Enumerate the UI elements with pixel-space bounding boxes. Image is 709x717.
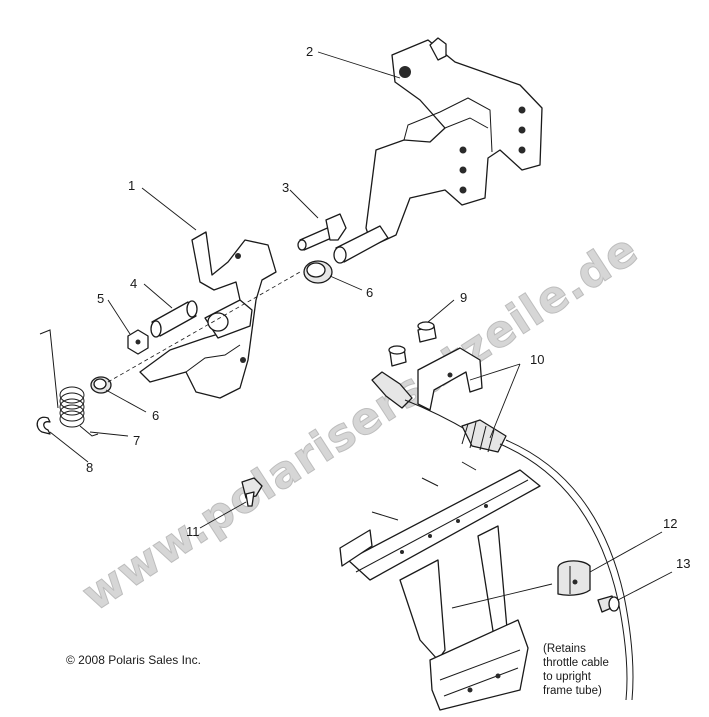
cable-fittings	[388, 321, 437, 367]
callout-12: 12	[663, 516, 677, 531]
callout-2: 2	[306, 44, 313, 59]
callout-3: 3	[282, 180, 289, 195]
leader-lines	[49, 51, 673, 609]
assembly-axis	[107, 271, 301, 383]
clamp-note: (Retains throttle cable to upright frame…	[543, 643, 609, 697]
mounting-bracket	[333, 37, 543, 264]
retaining-clip	[36, 416, 51, 435]
callout-1: 1	[128, 178, 135, 193]
callout-11: 11	[186, 524, 200, 539]
throttle-cable-bracket	[417, 347, 483, 411]
callout-6-lower: 6	[152, 408, 159, 423]
callout-6-upper: 6	[366, 285, 373, 300]
callout-9: 9	[460, 290, 467, 305]
return-spring	[39, 329, 99, 437]
frame-crossmember	[339, 461, 541, 711]
note-line-4: frame tube)	[543, 685, 602, 697]
clamp-screw	[597, 595, 620, 613]
pivot-tube	[150, 300, 198, 338]
bushing-lower	[90, 376, 112, 394]
cable-clamp	[557, 560, 591, 596]
bolt	[297, 213, 347, 251]
nut	[127, 329, 149, 355]
note-line-2: throttle cable	[543, 657, 609, 669]
note-line-1: (Retains	[543, 643, 586, 655]
callout-5: 5	[97, 291, 104, 306]
screw-fitting	[241, 477, 263, 507]
throttle-cable	[371, 371, 634, 701]
bushing-upper	[303, 260, 333, 284]
note-line-3: to upright	[543, 671, 592, 683]
brake-pedal	[139, 231, 277, 399]
callout-4: 4	[130, 276, 137, 291]
callout-7: 7	[133, 433, 140, 448]
copyright: © 2008 Polaris Sales Inc.	[66, 653, 201, 667]
callout-10: 10	[530, 352, 544, 367]
callout-13: 13	[676, 556, 690, 571]
callouts: 1 2 3 4 5 6 6 7 8 9 10 11 12 13	[86, 44, 690, 571]
callout-8: 8	[86, 460, 93, 475]
